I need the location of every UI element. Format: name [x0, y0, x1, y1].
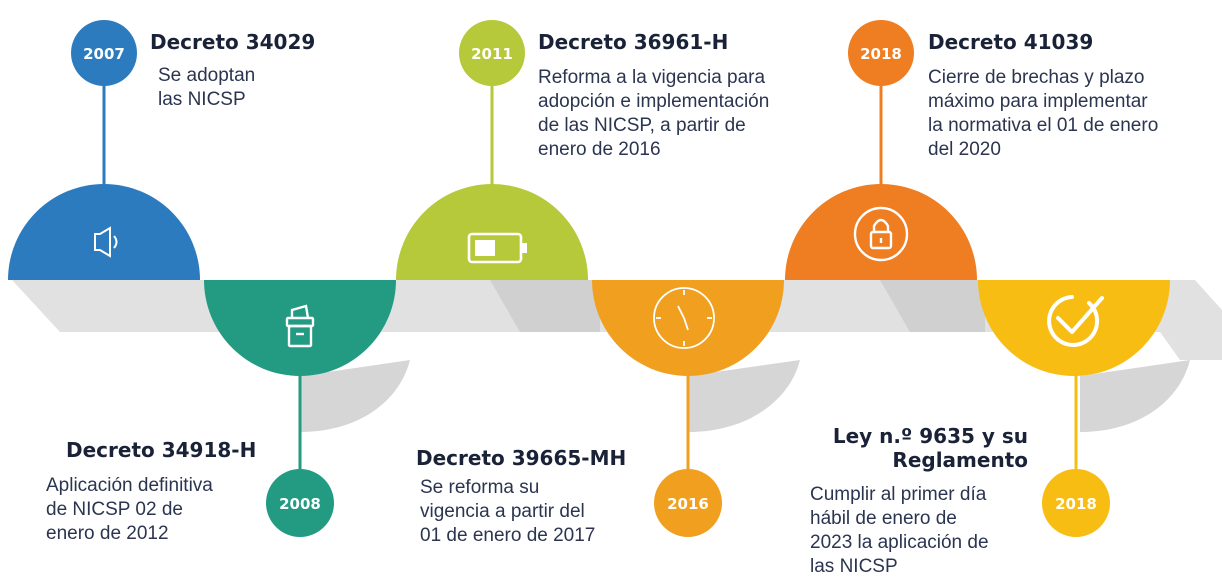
year-label-2008: 2008 — [279, 495, 321, 513]
shadow-2018a — [880, 280, 985, 332]
year-badge-2018b: 2018 — [1042, 469, 1110, 537]
year-label-2018a: 2018 — [860, 45, 902, 63]
milestone-description-2011: Reforma a la vigencia para adopción e im… — [538, 66, 769, 162]
year-badge-2016: 2016 — [654, 469, 722, 537]
year-badge-2018a: 2018 — [848, 20, 914, 86]
semicircle-2011 — [396, 184, 588, 280]
description-line: enero de 2016 — [538, 139, 661, 160]
shadow-2008 — [300, 360, 410, 432]
year-label-2007: 2007 — [83, 45, 125, 63]
description-line: la normativa el 01 de enero — [928, 115, 1159, 136]
milestone-title-2008: Decreto 34918-H — [66, 438, 257, 462]
milestone-title-2007: Decreto 34029 — [150, 30, 316, 54]
description-line: Se reforma su — [420, 477, 540, 498]
padlock-icon — [853, 206, 909, 262]
description-line: de las NICSP, a partir de — [538, 115, 746, 136]
battery-icon — [467, 232, 527, 264]
description-line: adopción e implementación — [538, 91, 770, 112]
description-line: de NICSP 02 de — [46, 499, 183, 520]
milestone-description-2008: Aplicación definitiva de NICSP 02 de ene… — [46, 474, 213, 546]
milestone-description-2018a: Cierre de brechas y plazo máximo para im… — [928, 66, 1158, 162]
milestone-description-2007: Se adoptan las NICSP — [158, 64, 255, 112]
shadow-2018b — [1080, 360, 1190, 432]
title-line: Reglamento — [892, 448, 1028, 472]
milestone-title-2011: Decreto 36961-H — [538, 30, 729, 54]
description-line: vigencia a partir del — [420, 501, 585, 522]
check-circle-icon — [1047, 295, 1104, 347]
description-line: enero de 2012 — [46, 523, 169, 544]
shadow-2011 — [490, 280, 600, 332]
description-line: máximo para implementar — [928, 91, 1148, 112]
milestone-title-2016: Decreto 39665-MH — [416, 446, 627, 470]
description-line: 01 de enero de 2017 — [420, 525, 596, 546]
year-badge-2008: 2008 — [266, 469, 334, 537]
year-label-2016: 2016 — [667, 495, 709, 513]
description-line: del 2020 — [928, 139, 1001, 160]
description-line: Cierre de brechas y plazo — [928, 67, 1145, 88]
archive-box-icon — [285, 304, 315, 348]
semicircle-2008 — [204, 280, 396, 376]
description-line: las NICSP — [158, 89, 246, 110]
milestone-title-2018b: Ley n.º 9635 y su Reglamento — [818, 424, 1028, 472]
speaker-icon — [94, 226, 118, 258]
clock-icon — [653, 287, 715, 349]
milestone-description-2016: Se reforma su vigencia a partir del 01 d… — [420, 476, 595, 548]
shadow-2016 — [688, 360, 800, 432]
year-label-2018b: 2018 — [1055, 495, 1097, 513]
description-line: hábil de enero de — [810, 508, 957, 529]
description-line: 2023 la aplicación de — [810, 532, 989, 553]
description-line: Se adoptan — [158, 65, 256, 86]
description-line: Reforma a la vigencia para — [538, 67, 766, 88]
year-label-2011: 2011 — [471, 45, 513, 63]
title-line: Ley n.º 9635 y su — [832, 424, 1028, 448]
description-line: Cumplir al primer día — [810, 484, 987, 505]
description-line: las NICSP — [810, 556, 898, 577]
year-badge-2007: 2007 — [71, 20, 137, 86]
milestone-title-2018a: Decreto 41039 — [928, 30, 1094, 54]
description-line: Aplicación definitiva — [46, 475, 213, 496]
year-badge-2011: 2011 — [459, 20, 525, 86]
milestone-description-2018b: Cumplir al primer día hábil de enero de … — [810, 483, 989, 579]
